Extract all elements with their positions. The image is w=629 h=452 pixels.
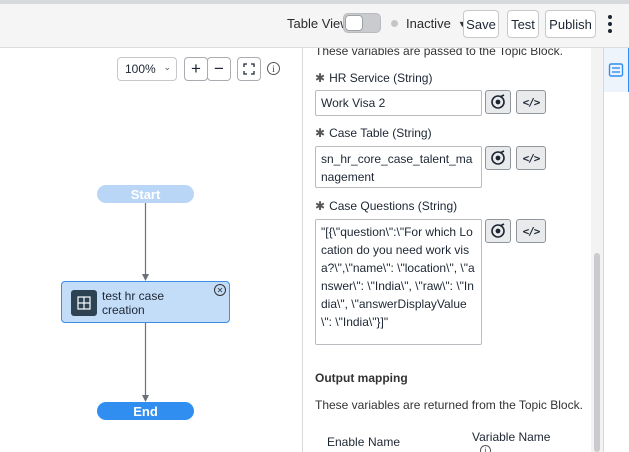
fullscreen-button[interactable] bbox=[237, 57, 261, 81]
kebab-menu-icon[interactable] bbox=[603, 13, 617, 35]
field-label-hr-service: ✱HR Service (String) bbox=[315, 71, 433, 85]
zoom-value: 100% bbox=[125, 62, 156, 76]
pill-picker-button[interactable] bbox=[485, 219, 511, 243]
output-mapping-note: These variables are returned from the To… bbox=[315, 398, 583, 412]
code-icon: </> bbox=[522, 224, 541, 238]
properties-icon bbox=[608, 63, 624, 77]
info-icon[interactable]: i bbox=[267, 62, 280, 75]
fullscreen-icon bbox=[243, 63, 255, 75]
scrollbar-thumb[interactable] bbox=[594, 253, 600, 452]
pill-picker-button[interactable] bbox=[485, 90, 511, 114]
output-mapping-title: Output mapping bbox=[315, 371, 408, 385]
publish-button[interactable]: Publish bbox=[545, 10, 596, 38]
panel-scrollbar[interactable] bbox=[591, 48, 603, 452]
pill-picker-icon bbox=[491, 94, 505, 109]
pill-picker-icon bbox=[491, 223, 505, 238]
column-header-enable: Enable bbox=[327, 435, 365, 449]
properties-tab[interactable] bbox=[604, 48, 629, 92]
hr-service-input[interactable]: Work Visa 2 bbox=[315, 90, 482, 116]
topic-block-label: test hr case creation bbox=[102, 289, 165, 317]
end-node[interactable]: End bbox=[97, 402, 194, 420]
topic-block-icon bbox=[71, 290, 97, 316]
zoom-select[interactable]: 100% ⌄ bbox=[117, 57, 177, 81]
toggle-knob bbox=[345, 15, 363, 31]
case-table-input[interactable]: sn_hr_core_case_talent_management bbox=[315, 146, 482, 188]
column-header-name: Name bbox=[368, 435, 401, 449]
script-button[interactable]: </> bbox=[516, 90, 546, 114]
status-dropdown[interactable]: Inactive ▼ bbox=[391, 16, 467, 31]
column-header-variable-name: Variable Name bbox=[472, 430, 551, 444]
test-button[interactable]: Test bbox=[507, 10, 539, 38]
table-view-label: Table View bbox=[287, 16, 350, 31]
pill-picker-button[interactable] bbox=[485, 146, 511, 170]
topic-block-node[interactable]: test hr case creation ✕ bbox=[61, 281, 230, 323]
right-rail bbox=[603, 48, 629, 452]
flow-canvas[interactable]: 100% ⌄ + − i Start test hr case creation… bbox=[0, 48, 302, 452]
close-icon[interactable]: ✕ bbox=[214, 284, 226, 296]
zoom-in-button[interactable]: + bbox=[184, 57, 208, 81]
script-button[interactable]: </> bbox=[516, 146, 546, 170]
table-view-toggle[interactable] bbox=[343, 13, 381, 33]
status-dot bbox=[391, 20, 398, 27]
info-icon[interactable]: i bbox=[480, 445, 491, 452]
chevron-down-icon: ▼ bbox=[458, 19, 467, 29]
status-label: Inactive bbox=[406, 16, 451, 31]
field-label-case-questions: ✱Case Questions (String) bbox=[315, 199, 458, 213]
zoom-out-button[interactable]: − bbox=[207, 57, 231, 81]
script-button[interactable]: </> bbox=[516, 219, 546, 243]
chevron-down-icon: ⌄ bbox=[163, 62, 171, 72]
top-strip bbox=[0, 0, 629, 4]
field-label-case-table: ✱Case Table (String) bbox=[315, 126, 432, 140]
input-mapping-note: These variables are passed to the Topic … bbox=[315, 48, 563, 58]
save-button[interactable]: Save bbox=[463, 10, 499, 38]
start-node[interactable]: Start bbox=[97, 185, 194, 203]
code-icon: </> bbox=[522, 95, 541, 109]
properties-panel: These variables are passed to the Topic … bbox=[302, 48, 591, 452]
flow-connectors bbox=[142, 203, 149, 402]
case-questions-input[interactable]: "[{\"question\":\"For which Location do … bbox=[315, 219, 482, 345]
code-icon: </> bbox=[522, 151, 541, 165]
toolbar: Table View Inactive ▼ Save Test Publish bbox=[0, 4, 629, 48]
pill-picker-icon bbox=[491, 150, 505, 165]
